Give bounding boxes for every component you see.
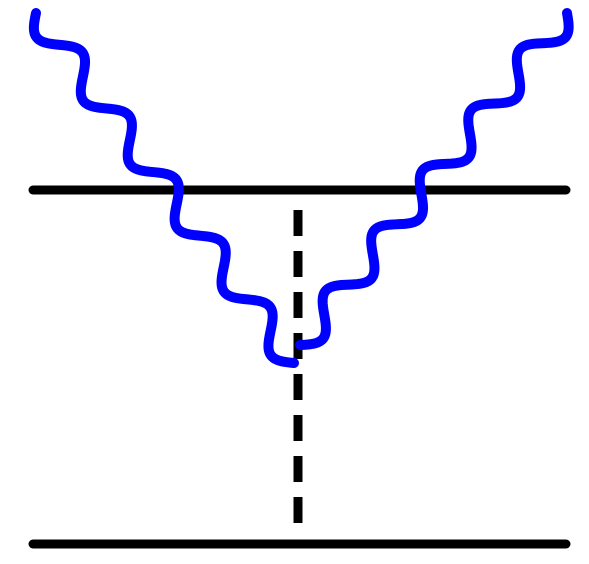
right-wavy-line [295, 8, 574, 350]
left-wavy-line [28, 8, 299, 368]
